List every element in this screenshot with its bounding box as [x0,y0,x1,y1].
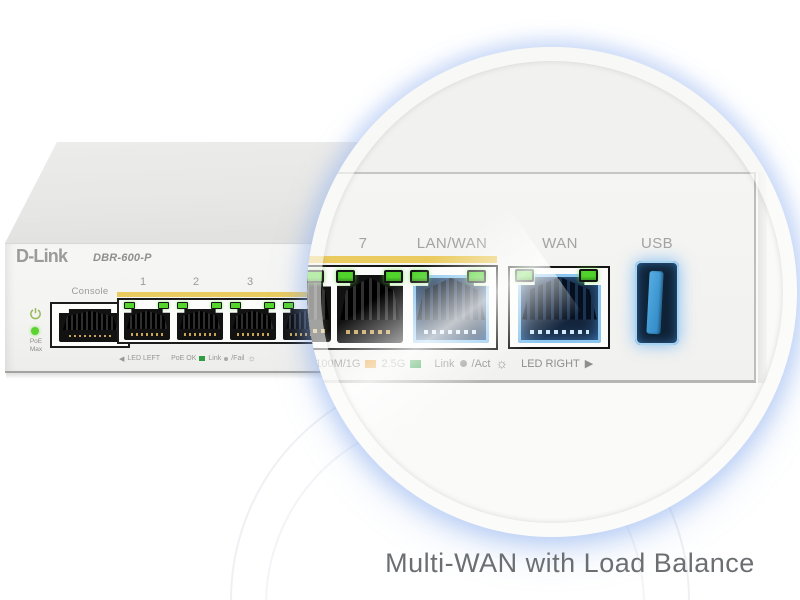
lan-wan-label: LAN/WAN [416,235,488,252]
usb-tongue [646,270,664,335]
speed-green-swatch [410,359,422,368]
led-left-legend: ◀ LED LEFT PoE OK Link /Fail ☼ [119,353,256,363]
wan-left-led [515,269,534,282]
panel-right-bevel [758,172,767,383]
port-7-label: 7 [358,235,368,252]
blink-lamp-icon: ☼ [247,353,256,363]
arrow-left-icon: ◀ [119,355,125,363]
poe-accent-strip-magnified [307,256,497,263]
link-dot-icon [224,356,229,361]
port2-right-led [211,302,222,309]
port1-rj45 [124,309,170,340]
magnified-top-face [307,47,797,174]
port-3-label: 3 [246,276,254,288]
dlink-logo: D-Link [16,246,68,266]
speed-orange-swatch [365,359,377,368]
port7-right-led [384,270,403,283]
wan-right-led [579,269,598,282]
caption-text: Multi-WAN with Load Balance [385,548,755,578]
poe-max-led [31,327,39,335]
port7-left-led [336,270,355,283]
lanwan-left-led [410,270,429,283]
port1-left-led [124,302,135,309]
usb-port [635,261,679,345]
lanwan-right-led [467,270,486,283]
port1-right-led [158,302,169,309]
console-port [50,302,130,348]
arrow-right-icon: ▶ [584,358,594,371]
port2-left-led [177,302,188,309]
port6-right-led [307,270,324,283]
link-dot-icon [459,360,467,368]
port3-right-led [264,302,275,309]
console-rj45 [59,309,121,342]
port-1-label: 1 [139,276,147,288]
wan-label: WAN [542,235,578,252]
blink-lamp-icon: ☼ [495,356,509,371]
model-number: DBR-600-P [93,252,152,264]
usb-label: USB [640,235,674,252]
port3-rj45 [230,309,276,340]
port-2-label: 2 [192,276,200,288]
magnifier-circle: 7 LAN/WAN WAN USB M/100M/1G 2.5G [307,47,797,537]
port2-rj45 [177,309,223,340]
poe-max-label: PoE Max [29,338,43,353]
console-label: Console [71,286,109,297]
poe-ok-swatch [199,356,206,361]
led-right-legend: M/100M/1G 2.5G Link /Act ☼ LED RIGHT ▶ [307,356,594,371]
poe-accent-strip [117,292,445,297]
router-shadow [6,373,442,379]
port4-left-led [283,302,294,309]
port3-left-led [230,302,241,309]
power-icon [30,307,41,320]
